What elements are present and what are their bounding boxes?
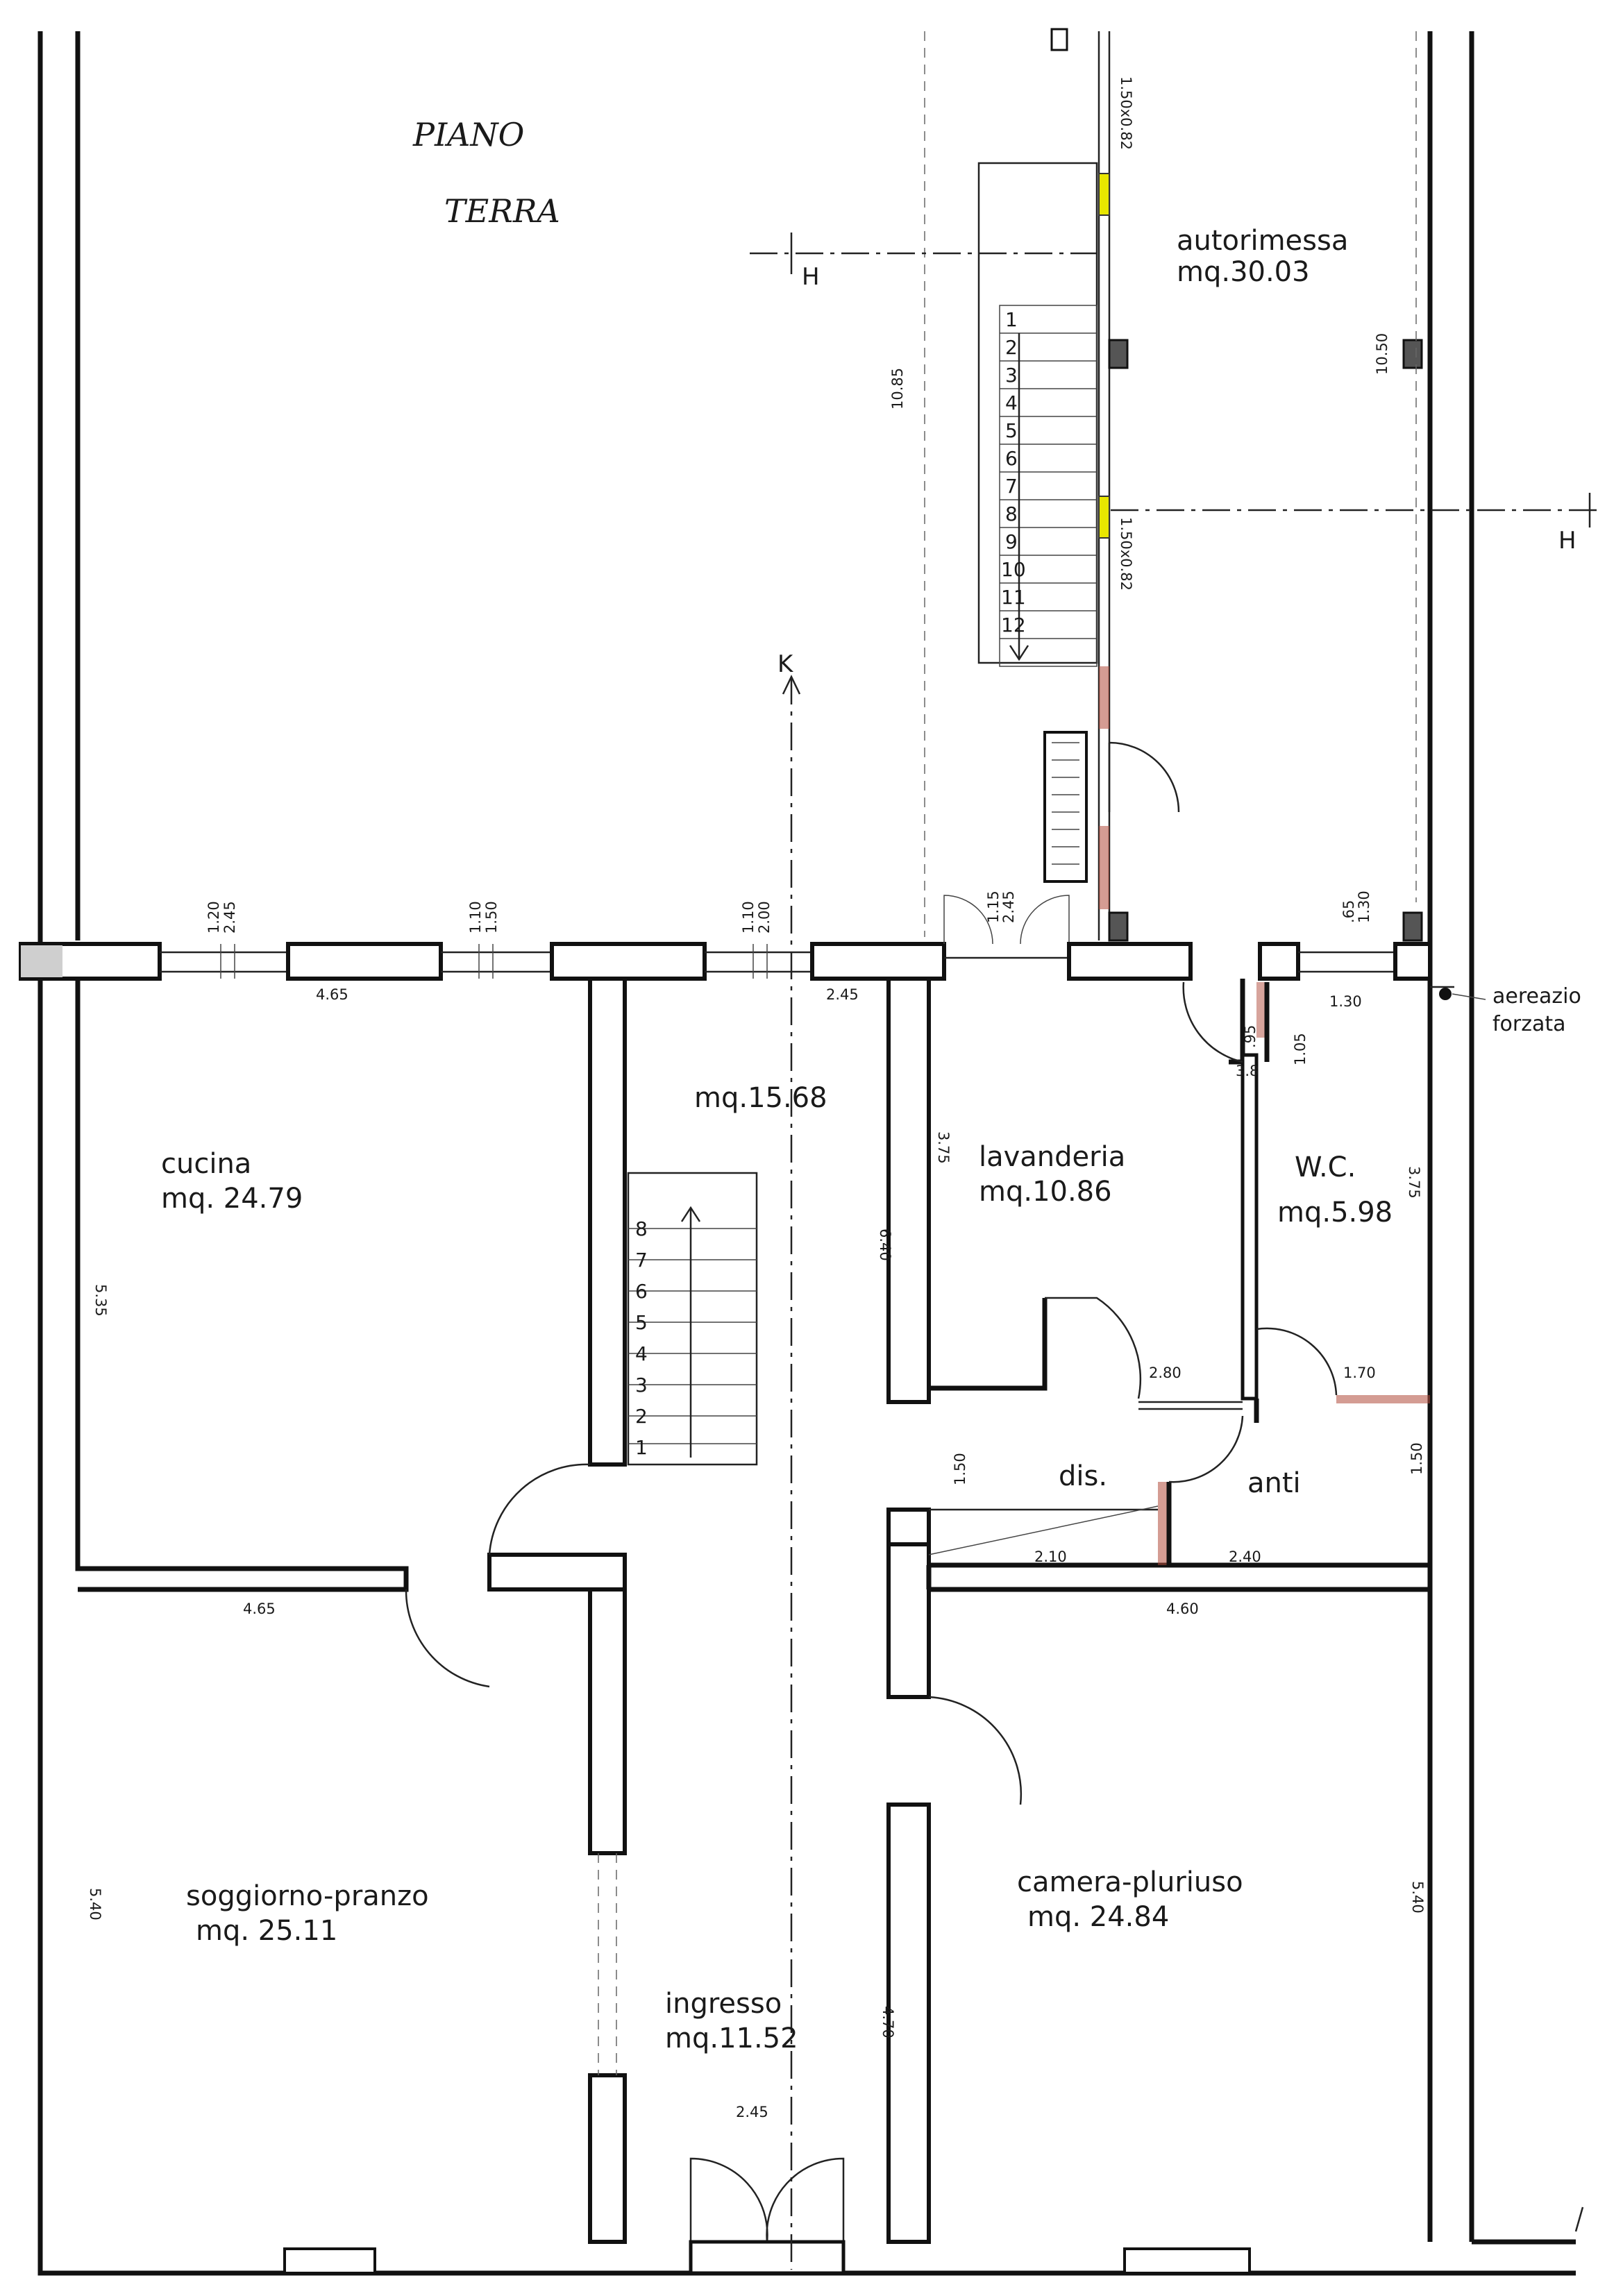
dim-win1-a: 1.20 xyxy=(205,901,222,934)
dim-ingresso-width: 2.45 xyxy=(736,2104,768,2120)
dim-win4-a: .65 xyxy=(1340,900,1357,923)
door-swings xyxy=(283,981,1338,2275)
dim-dis-height: 1.50 xyxy=(952,1453,968,1485)
ventilation-line-2: forzata xyxy=(1492,1012,1566,1036)
dim-win1-b: 2.45 xyxy=(221,901,238,934)
ingresso-name: ingresso xyxy=(665,1988,782,2020)
section-h-left: H xyxy=(802,263,820,291)
garage-structure xyxy=(924,28,1423,942)
wc-area: mq.5.98 xyxy=(1277,1197,1393,1229)
title-line-1: PIANO xyxy=(412,116,524,153)
title-line-2: TERRA xyxy=(444,192,560,230)
dim-win2-b: 1.50 xyxy=(483,901,500,934)
dim-cucina-height: 5.35 xyxy=(92,1284,109,1317)
dim-wc-a: .95 xyxy=(1242,1025,1259,1048)
dim-corr-height: 6.40 xyxy=(877,1229,893,1261)
stair-step-8: 8 xyxy=(1005,503,1018,525)
dim-lav-height: 3.75 xyxy=(935,1131,952,1164)
stair-step-4: 4 xyxy=(1005,391,1018,414)
dim-dis-width: 2.10 xyxy=(1034,1548,1067,1565)
stair-step-1: 1 xyxy=(1005,308,1018,331)
section-lines xyxy=(750,233,1597,2270)
lower-step-4: 4 xyxy=(635,1342,648,1365)
dim-wc-height: 3.75 xyxy=(1406,1166,1422,1199)
stair-step-12: 12 xyxy=(1001,614,1026,636)
dim-corr-top: 2.45 xyxy=(826,986,859,1003)
lower-step-2: 2 xyxy=(635,1405,648,1428)
dim-garage-window-top: 1.50x0.82 xyxy=(1118,76,1134,150)
garage-name: autorimessa xyxy=(1177,225,1348,257)
dim-anti-top: 1.30 xyxy=(1329,993,1362,1010)
lavanderia-name: lavanderia xyxy=(979,1141,1125,1173)
dim-win4-b: 1.30 xyxy=(1356,890,1372,923)
section-k: K xyxy=(777,650,794,678)
camera-name: camera-pluriuso xyxy=(1017,1866,1243,1898)
dim-anti-height: 1.50 xyxy=(1408,1442,1425,1475)
cucina-name: cucina xyxy=(161,1148,251,1180)
anti-name: anti xyxy=(1247,1467,1301,1499)
lower-stair: 1 2 3 4 5 6 7 8 xyxy=(627,1172,758,1466)
ventilation-line-1: aereazio xyxy=(1492,984,1581,1008)
dim-door-b: 2.45 xyxy=(1000,890,1017,923)
wc-name: W.C. xyxy=(1295,1151,1356,1183)
dim-win3-a: 1.10 xyxy=(740,901,757,934)
ingresso-area: mq.11.52 xyxy=(665,2023,798,2054)
dim-win3-b: 2.00 xyxy=(756,901,773,934)
dim-door-a: 1.15 xyxy=(985,890,1002,923)
section-h-right: H xyxy=(1558,527,1576,555)
dim-sogg-height: 5.40 xyxy=(87,1888,103,1921)
dim-cucina-top: 4.65 xyxy=(316,986,348,1003)
dim-garage-window-mid: 1.50x0.82 xyxy=(1118,517,1134,591)
facade-wall xyxy=(19,895,1486,1000)
lower-step-5: 5 xyxy=(635,1311,648,1334)
stair-step-11: 11 xyxy=(1001,586,1026,609)
stair-step-2: 2 xyxy=(1005,336,1018,359)
dim-wc-c: 3.8 xyxy=(1236,1063,1259,1079)
garage-area: mq.30.03 xyxy=(1177,256,1310,288)
lavanderia-area: mq.10.86 xyxy=(979,1176,1112,1208)
dim-camera-width: 4.60 xyxy=(1166,1601,1199,1617)
interior-walls xyxy=(75,977,1430,2244)
stair-step-3: 3 xyxy=(1005,364,1018,387)
dis-name: dis. xyxy=(1059,1460,1107,1492)
corridor-area: mq.15.68 xyxy=(694,1082,827,1114)
outer-walls xyxy=(37,31,1576,2276)
dim-anti-bottom: 2.40 xyxy=(1229,1548,1261,1565)
dim-garage-height: 10.85 xyxy=(889,368,906,410)
upper-stair: 1 2 3 4 5 6 7 8 9 10 11 12 xyxy=(977,162,1098,667)
dim-soggiorno-width: 4.65 xyxy=(243,1601,276,1617)
dim-wc-b: 1.05 xyxy=(1292,1033,1309,1065)
dim-anti-width: 1.70 xyxy=(1343,1365,1376,1381)
camera-area: mq. 24.84 xyxy=(1027,1901,1169,1933)
stair-step-6: 6 xyxy=(1005,447,1018,470)
dim-ingresso-height: 4.70 xyxy=(880,2006,896,2038)
dim-lav-width: 2.80 xyxy=(1149,1365,1181,1381)
stair-step-7: 7 xyxy=(1005,475,1018,498)
cucina-area: mq. 24.79 xyxy=(161,1183,303,1215)
lower-step-1: 1 xyxy=(635,1436,648,1459)
dim-garage-right: 10.50 xyxy=(1374,333,1390,375)
dim-win2-a: 1.10 xyxy=(467,901,484,934)
lower-step-3: 3 xyxy=(635,1374,648,1396)
dim-camera-height: 5.40 xyxy=(1409,1881,1426,1914)
stair-step-9: 9 xyxy=(1005,530,1018,553)
labels: PIANO TERRA autorimessa mq.30.03 cucina … xyxy=(87,76,1581,2120)
lower-step-6: 6 xyxy=(635,1280,648,1303)
stair-step-10: 10 xyxy=(1001,558,1026,581)
soggiorno-name: soggiorno-pranzo xyxy=(186,1880,429,1912)
stair-step-5: 5 xyxy=(1005,419,1018,442)
lower-step-8: 8 xyxy=(635,1217,648,1240)
soggiorno-area: mq. 25.11 xyxy=(196,1915,337,1947)
lower-step-7: 7 xyxy=(635,1249,648,1272)
